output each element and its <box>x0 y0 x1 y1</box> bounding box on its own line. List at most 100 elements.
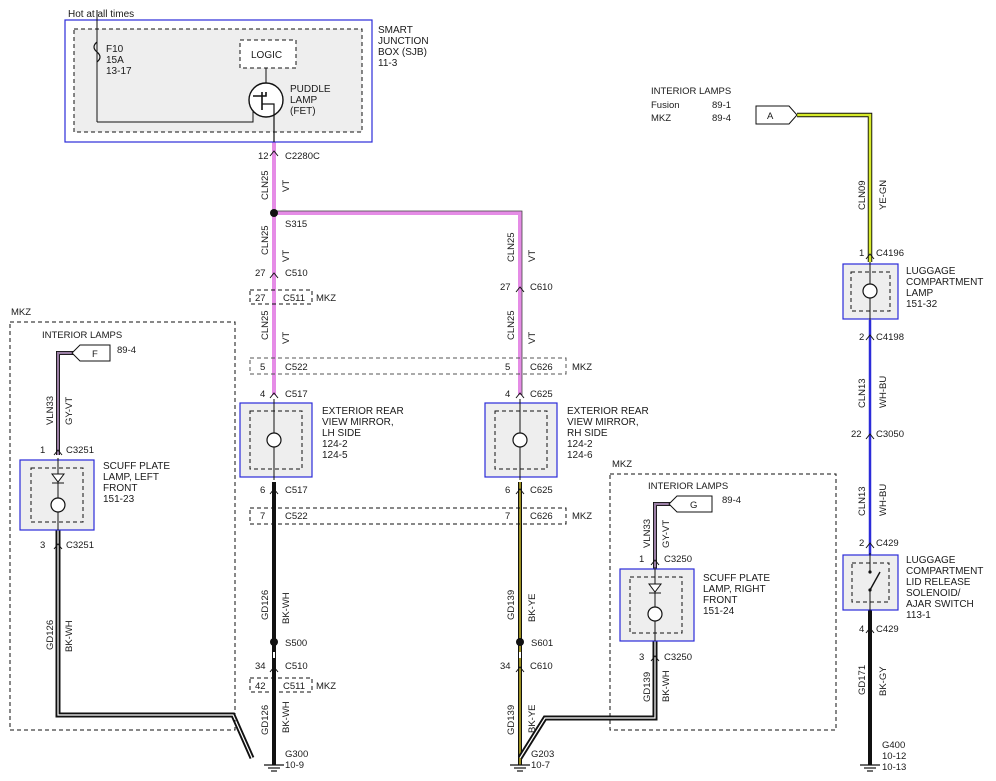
fet-drain <box>262 103 275 142</box>
connector-arrow <box>865 253 875 260</box>
scuff-lamp-left-box <box>19 459 95 531</box>
connector-c517: C517 <box>285 389 308 400</box>
splice-label: S601 <box>531 638 553 649</box>
connector-c3251: C3251 <box>66 445 94 456</box>
connector-c510: C510 <box>285 661 308 672</box>
wire-color-label: VT <box>527 250 538 262</box>
ground-icon <box>510 764 530 772</box>
connector-c511: C511 <box>283 681 305 692</box>
splice-s601 <box>516 638 524 646</box>
wire-color-label: VT <box>527 332 538 344</box>
wire-color-label: BK-YE <box>527 593 538 622</box>
connector-arrow <box>650 655 660 662</box>
mirror-rh-title: EXTERIOR REAR <box>567 406 649 417</box>
circuit-label: GD126 <box>260 590 271 620</box>
ground-g300: G300 <box>285 749 308 760</box>
puddle-lamp-label: (FET) <box>290 106 316 117</box>
connector-arrow <box>865 542 875 549</box>
wire-color-label: BK-YE <box>527 704 538 733</box>
wire-color-label: WH-BU <box>878 484 889 516</box>
connector-c429: C429 <box>876 538 899 549</box>
logic-label: LOGIC <box>251 50 282 61</box>
pin-number: 2 <box>859 538 864 549</box>
mkz-panel-box <box>9 321 236 731</box>
connector-arrow <box>53 449 63 456</box>
connector-arrow <box>515 286 525 293</box>
splice-label: S315 <box>285 219 307 230</box>
mirror-lh-inner <box>249 410 303 470</box>
wire-color-label: VT <box>281 332 292 344</box>
ground-ref: 10-12 <box>882 751 906 762</box>
scuff-left-title: FRONT <box>103 483 137 494</box>
connector-c610: C610 <box>530 282 553 293</box>
puddle-lamp-label: LAMP <box>290 95 318 106</box>
switch-title: SOLENOID/ <box>906 588 961 599</box>
connector-arrow <box>865 433 875 440</box>
ground-icon <box>860 764 880 772</box>
switch-contact <box>868 588 872 592</box>
pin-number: 7 <box>505 511 510 522</box>
connector-c626: C626 <box>530 362 553 373</box>
connector-c3250: C3250 <box>664 554 692 565</box>
connector-arrow <box>515 666 525 673</box>
connector-c2280c: C2280C <box>285 151 320 162</box>
connector-c4196: C4196 <box>876 248 904 259</box>
switch-blade <box>869 571 881 591</box>
scuff-lamp-left-inner <box>30 467 84 523</box>
ground-g400: G400 <box>882 740 905 751</box>
splice-s315 <box>270 209 278 217</box>
pin-number: 1 <box>859 248 864 259</box>
tag-f <box>71 344 111 362</box>
luggage-lamp-title: COMPARTMENT <box>906 277 983 288</box>
diode-icon <box>51 473 65 483</box>
left-mkz-panel: MKZ INTERIOR LAMPS F 89-4 VLN33 GY-VT 1 … <box>9 307 236 731</box>
mirror-rh-title: VIEW MIRROR, <box>567 417 639 428</box>
smart-junction-box: Hot at all times F10 15A 13-17 LOGIC PUD… <box>64 9 429 143</box>
ground-g203: G203 <box>531 749 554 760</box>
circuit-label: GD171 <box>857 665 868 695</box>
mirror-rh-ref: 124-6 <box>567 450 593 461</box>
right-mkz-panel: MKZ INTERIOR LAMPS G 89-4 VLN33 GY-VT 1 … <box>609 459 837 731</box>
pin-number: 5 <box>505 362 510 373</box>
connector-c626: C626 <box>530 511 553 522</box>
connector-arrow <box>269 272 279 279</box>
connector-c522-box <box>249 357 567 375</box>
switch-title: LUGGAGE <box>906 555 956 566</box>
variant-mkz-ref: 89-4 <box>712 113 731 124</box>
wire-color-label: GY-VT <box>64 397 75 425</box>
pin-number: 6 <box>260 485 265 496</box>
tag-a-label: A <box>767 111 774 122</box>
circuit-label: GD126 <box>45 620 56 650</box>
switch-title: LID RELEASE <box>906 577 971 588</box>
scuff-right-ref: 151-24 <box>703 606 735 617</box>
wire-color-label: GY-VT <box>661 520 672 548</box>
puddle-lamp-label: PUDDLE <box>290 84 331 95</box>
mirror-lh-ref: 124-2 <box>322 439 348 450</box>
pin-number: 22 <box>851 429 862 440</box>
lamp-icon <box>647 606 663 622</box>
mkz-label: MKZ <box>316 681 336 692</box>
rh-column: CLN25 VT 27 C610 CLN25 VT 5 C626 MKZ 4 C… <box>484 232 649 772</box>
connector-c511-bot-box <box>249 677 313 693</box>
mirror-lh-title: VIEW MIRROR, <box>322 417 394 428</box>
sjb-title: SMART <box>378 25 413 36</box>
mkz-label: MKZ <box>11 307 31 318</box>
connector-arrow <box>515 392 525 399</box>
interior-lamps-title: INTERIOR LAMPS <box>651 86 731 97</box>
connector-arrow <box>650 559 660 566</box>
mirror-lh-title: LH SIDE <box>322 428 361 439</box>
circuit-label: CLN25 <box>506 232 517 262</box>
connector-c511: C511 <box>283 293 305 304</box>
tag-g <box>668 495 713 513</box>
splice-s500 <box>270 638 278 646</box>
connector-c522: C522 <box>285 362 308 373</box>
circuit-label: GD139 <box>506 590 517 620</box>
connector-arrow <box>515 488 525 495</box>
scuff-right-title: SCUFF PLATE <box>703 573 770 584</box>
hot-at-all-times-label: Hot at all times <box>68 9 134 20</box>
connector-c517: C517 <box>285 485 308 496</box>
luggage-lamp-title: LAMP <box>906 288 934 299</box>
lh-column: 12 C2280C CLN25 VT S315 CLN25 VT 27 C510… <box>239 150 567 772</box>
sjb-inner-box <box>73 28 363 133</box>
